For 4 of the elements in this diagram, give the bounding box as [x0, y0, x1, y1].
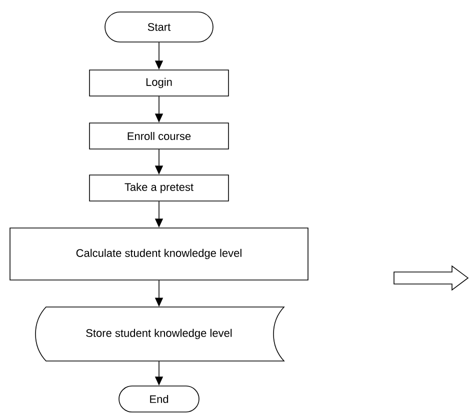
process-box: Take a pretest: [89, 174, 229, 202]
process-box: Enroll course: [89, 122, 229, 150]
process-box: Login: [89, 70, 229, 96]
process-box: Calculate student knowledge level: [10, 228, 308, 280]
